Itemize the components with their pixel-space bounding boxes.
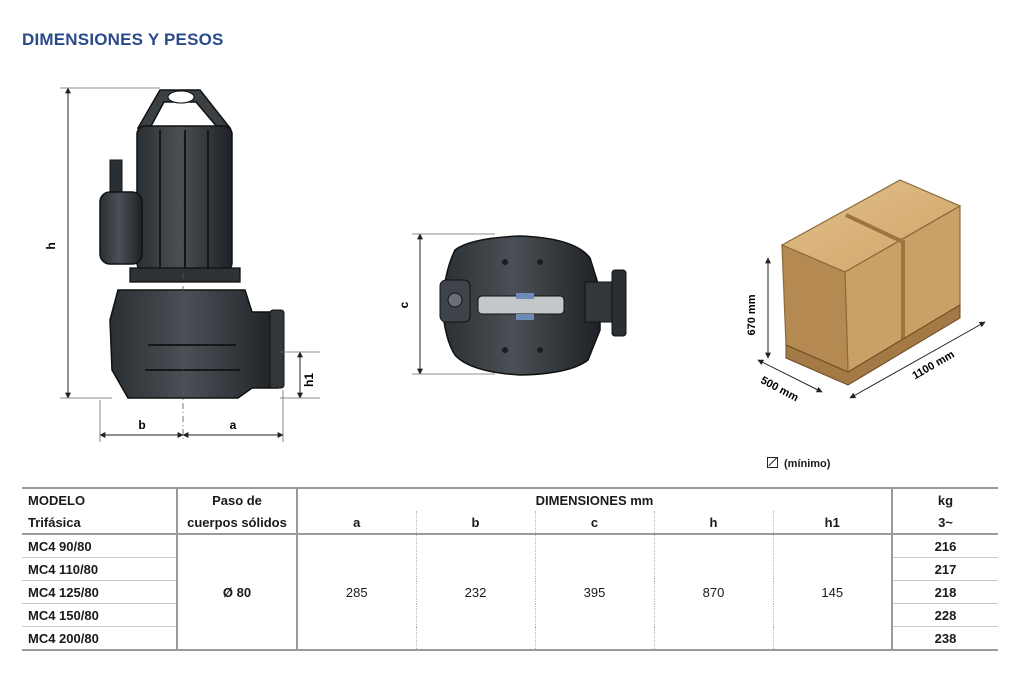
minimum-note-text: (mínimo)	[784, 458, 831, 470]
header-model: MODELO	[22, 487, 177, 511]
kg-cell: 218	[891, 580, 998, 604]
table-row: MC4 200/80 238	[22, 626, 998, 651]
passage-cell: Ø 80	[176, 534, 297, 651]
table-row: MC4 110/80 217	[22, 557, 998, 581]
kg-cell: 238	[891, 626, 998, 651]
header-trifasica: Trifásica	[22, 511, 177, 535]
model-cell: MC4 110/80	[22, 557, 177, 581]
label-b: b	[138, 418, 145, 432]
header-dim-a: a	[296, 511, 416, 535]
model-cell: MC4 150/80	[22, 603, 177, 627]
dim-b-cell: 232	[415, 534, 535, 651]
header-phase: 3~	[891, 511, 998, 535]
label-crate-height: 670 mm	[746, 294, 758, 335]
header-dim-b: b	[415, 511, 535, 535]
dim-c-cell: 395	[534, 534, 654, 651]
header-kg: kg	[891, 487, 998, 511]
model-cell: MC4 125/80	[22, 580, 177, 604]
model-cell: MC4 200/80	[22, 626, 177, 651]
table-row: MC4 150/80 228	[22, 603, 998, 627]
table-row: MC4 125/80 218	[22, 580, 998, 604]
packing-crate: 670 mm 500 mm 1100 mm	[746, 179, 986, 404]
label-crate-depth: 500 mm	[758, 374, 800, 404]
header-passage-2: cuerpos sólidos	[176, 511, 297, 535]
minimum-note: (mínimo)	[767, 457, 830, 470]
pump-top-view: c	[397, 233, 627, 376]
header-dimensions: DIMENSIONES mm	[296, 487, 892, 511]
dim-a-cell: 285	[296, 534, 416, 651]
kg-cell: 216	[891, 534, 998, 558]
dimensions-table: MODELO Paso de DIMENSIONES mm kg Trifási…	[22, 487, 998, 651]
kg-cell: 228	[891, 603, 998, 627]
dim-h1-cell: 145	[772, 534, 892, 651]
table-row: MC4 90/80 Ø 80 285 232 395 870 145 216	[22, 534, 998, 651]
label-h: h	[44, 242, 58, 249]
header-dim-h1: h1	[772, 511, 892, 535]
header-dim-h: h	[653, 511, 773, 535]
model-cell: MC4 90/80	[22, 534, 177, 558]
page-title: DIMENSIONES Y PESOS	[22, 30, 224, 49]
header-passage-1: Paso de	[176, 487, 297, 511]
dim-h-cell: 870	[653, 534, 773, 651]
label-c: c	[397, 301, 411, 308]
dimension-drawings: h h1 b a c 670	[44, 87, 986, 442]
label-crate-length: 1100 mm	[910, 348, 956, 382]
kg-cell: 217	[891, 557, 998, 581]
square-diagonal-icon	[767, 457, 778, 468]
pump-side-view: h h1 b a	[44, 87, 320, 442]
header-dim-c: c	[534, 511, 654, 535]
label-a: a	[230, 418, 237, 432]
label-h1: h1	[302, 373, 316, 387]
